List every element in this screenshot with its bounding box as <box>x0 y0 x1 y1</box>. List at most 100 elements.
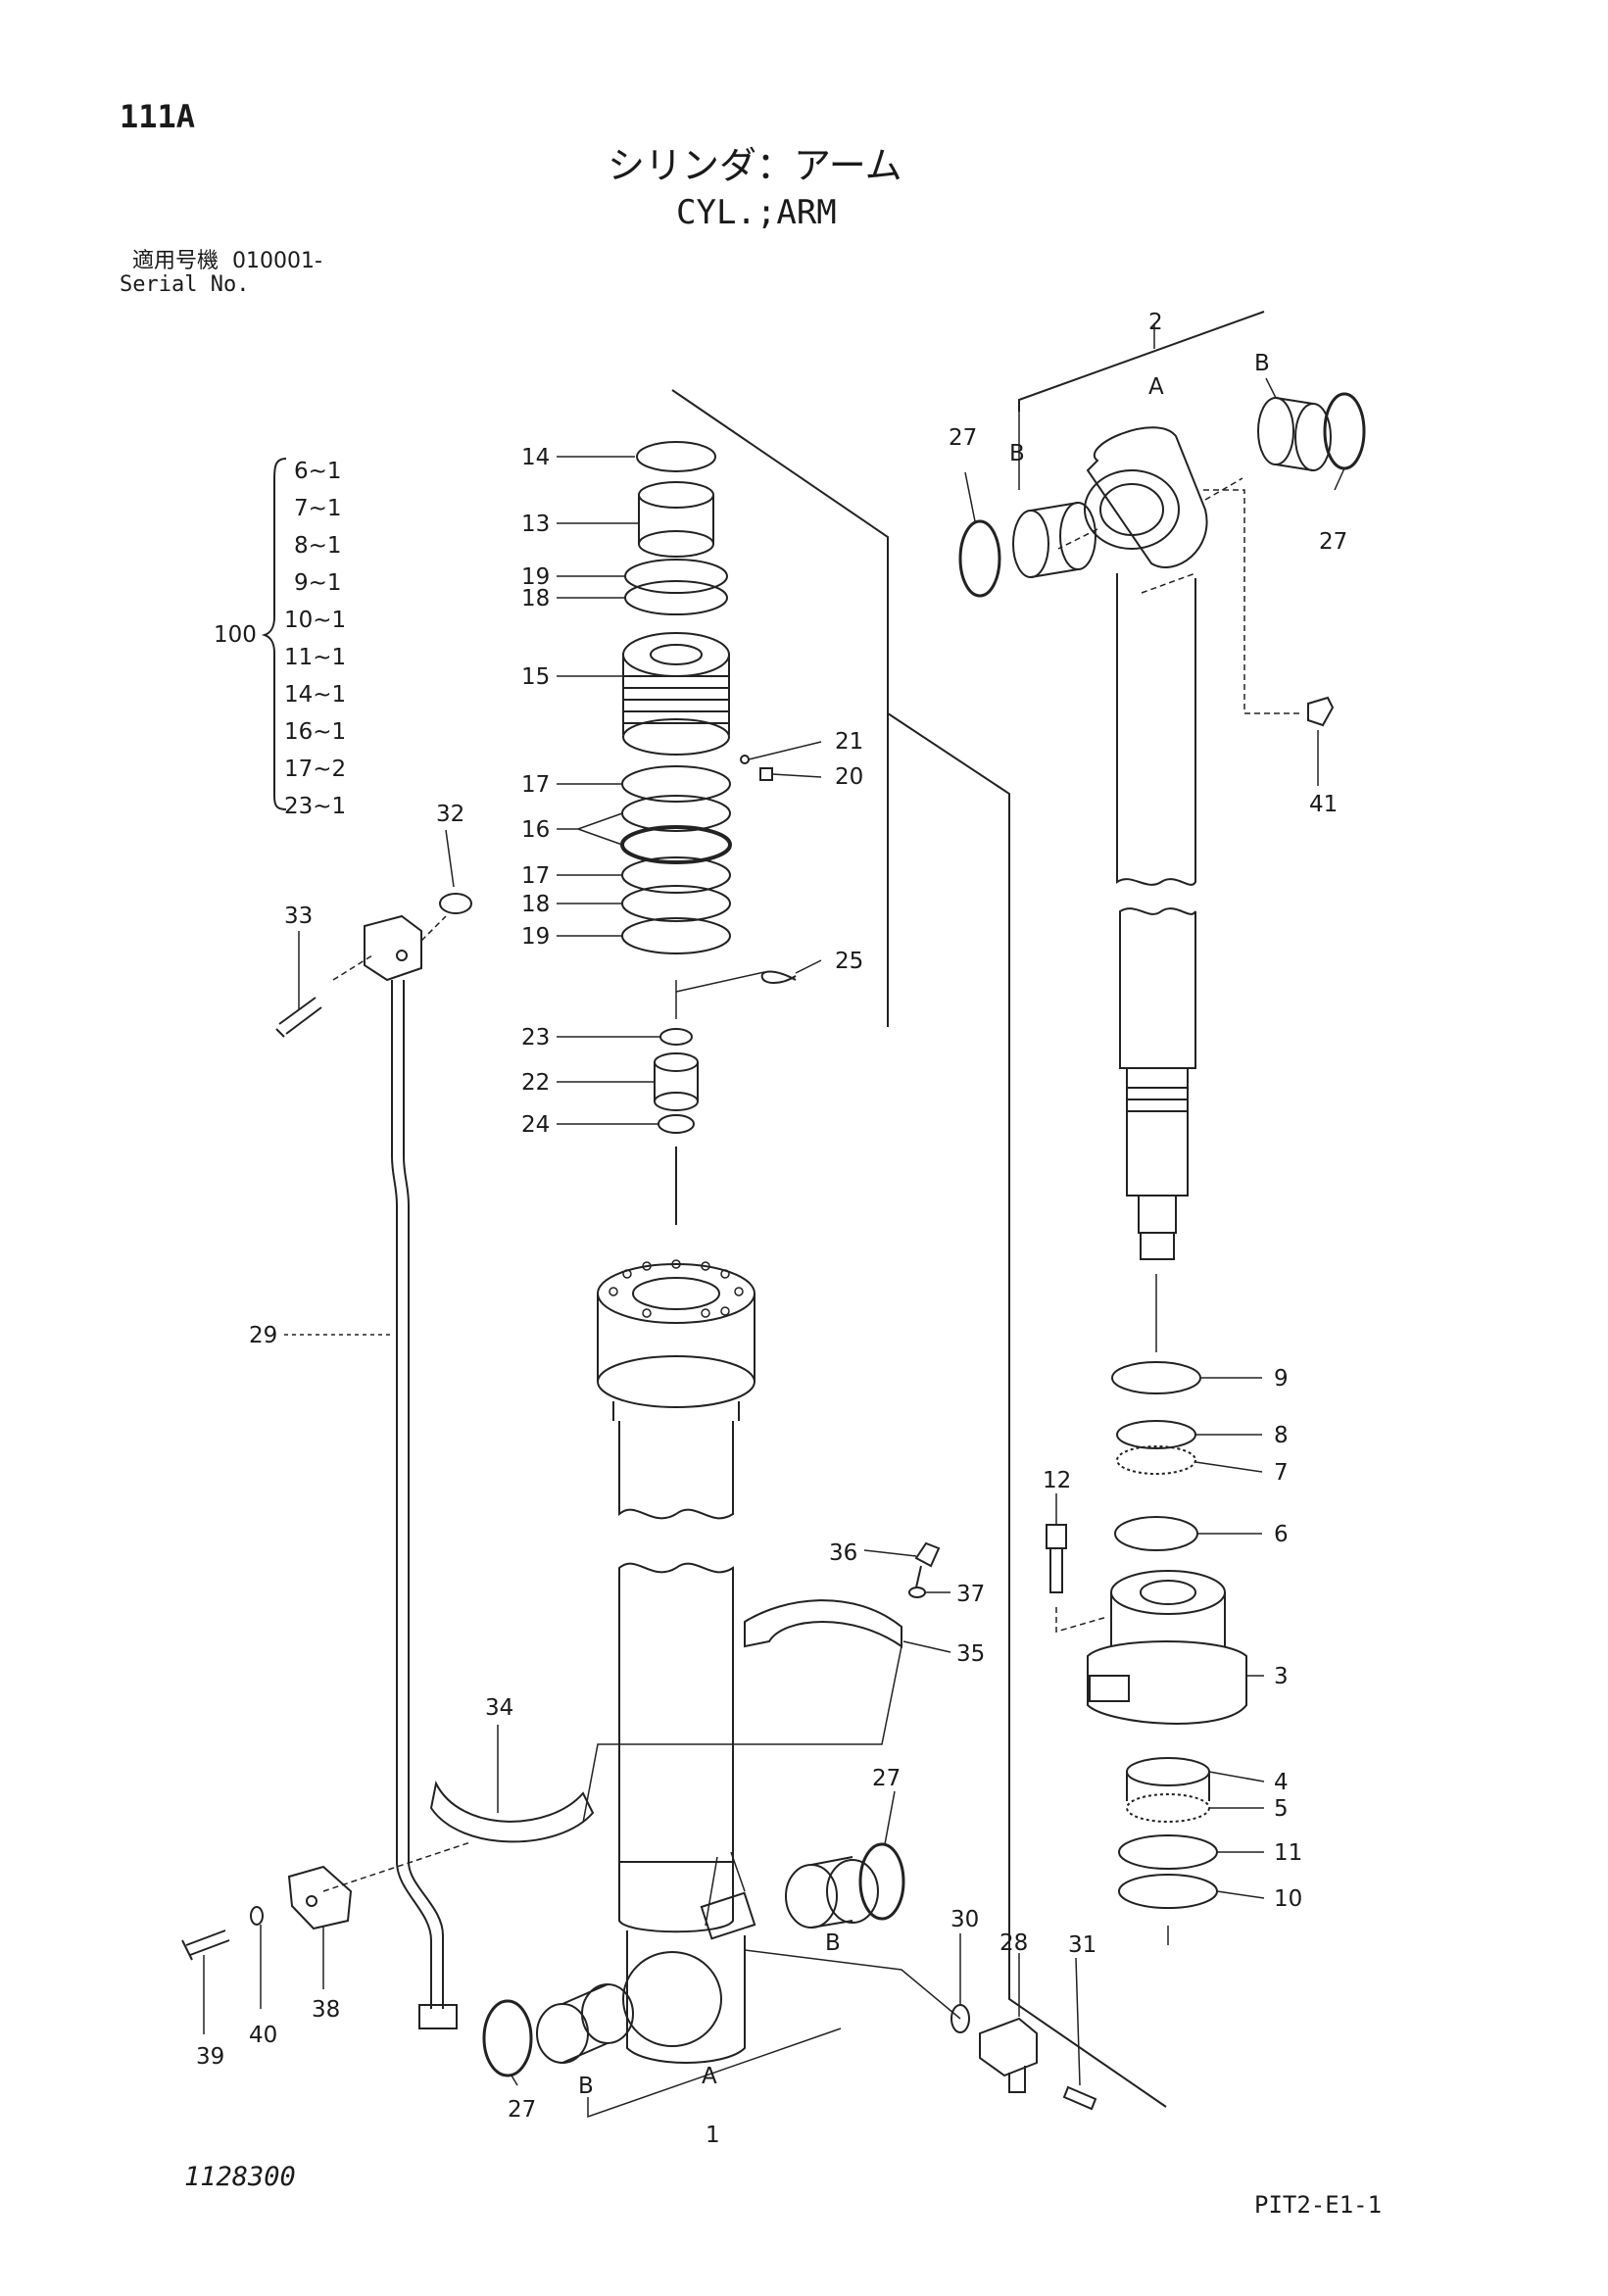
callout-4: 4 <box>1274 1770 1289 1795</box>
part-1-cylinder-tube <box>597 1263 755 2064</box>
kit-items: 6~1 7~1 8~1 9~1 10~1 11~1 14~1 16~1 17~2… <box>284 459 346 819</box>
part-23-ring <box>659 1028 693 1046</box>
callout-40: 40 <box>249 2023 277 2048</box>
callout-18-lower: 18 <box>521 892 550 917</box>
part-35-clamp <box>744 1599 902 1648</box>
callout-5: 5 <box>1274 1796 1289 1822</box>
kit-item: 17~2 <box>284 757 346 782</box>
kit-item: 8~1 <box>294 533 342 559</box>
part-14-ring <box>636 441 716 472</box>
pipe-end-fitting <box>418 2004 458 2029</box>
callout-3: 3 <box>1274 1664 1289 1689</box>
callout-34: 34 <box>485 1695 513 1721</box>
callout-labels: 14 13 19 18 15 21 20 17 16 17 18 19 25 2… <box>196 310 1347 2148</box>
callout-22: 22 <box>521 1070 550 1096</box>
part-b-bushing-right <box>1257 397 1332 471</box>
kit-label: 100 <box>214 622 257 648</box>
part-8-ring <box>1116 1420 1196 1449</box>
part-25-snap-ring <box>760 970 797 984</box>
callout-20: 20 <box>835 764 863 790</box>
callout-18: 18 <box>521 586 550 611</box>
callout-7: 7 <box>1274 1460 1289 1486</box>
kit-item: 7~1 <box>294 496 342 521</box>
assembly-frame-line <box>671 389 889 1027</box>
serial-value: 010001- <box>232 249 322 273</box>
callout-27-left: 27 <box>949 425 977 451</box>
part-18-ring-lower <box>621 885 731 922</box>
part-27-seal-bottom-left <box>482 1999 533 2077</box>
kit-item: 10~1 <box>284 608 346 633</box>
callout-27-mid: 27 <box>872 1766 901 1791</box>
part-18-ring <box>624 580 728 615</box>
assembly-frame-line-right <box>887 712 1167 2108</box>
callout-35: 35 <box>956 1641 985 1667</box>
part-b-bushing-bottom-left <box>536 1983 634 2064</box>
part-11-ring <box>1118 1834 1218 1870</box>
callout-32: 32 <box>436 802 464 827</box>
ref-a-rod: A <box>1148 374 1164 400</box>
callout-9: 9 <box>1274 1366 1289 1392</box>
part-3-piston <box>1087 1570 1247 1725</box>
serial-label-english: Serial No. <box>120 272 250 297</box>
part-19-ring-lower <box>621 917 731 954</box>
part-40-washer <box>250 1906 264 1926</box>
page-reference: PIT2-E1-1 <box>1254 2191 1383 2219</box>
part-37-washer <box>908 1587 926 1598</box>
part-22-bushing <box>654 1052 699 1111</box>
part-10-ring <box>1118 1874 1218 1909</box>
part-20-plug <box>759 767 773 781</box>
part-38-clamp-block <box>287 1865 353 1930</box>
kit-brace <box>261 458 287 810</box>
callout-14: 14 <box>521 445 550 470</box>
kit-item: 14~1 <box>284 682 346 708</box>
callout-19: 19 <box>521 564 550 590</box>
callout-21: 21 <box>835 729 863 755</box>
part-27-seal-left <box>958 519 1001 598</box>
title-japanese: シリンダ：アーム <box>608 144 902 187</box>
ref-b-mid: B <box>825 1930 841 1956</box>
callout-38: 38 <box>312 1997 340 2023</box>
part-34-clamp <box>429 1780 595 1843</box>
ref-b-bottom: B <box>578 2074 594 2099</box>
serial-label-japanese: 適用号機 010001- <box>132 251 322 272</box>
part-36-bolt <box>914 1541 941 1588</box>
part-28-fitting-mount <box>700 1891 756 1940</box>
part-29-pipe <box>391 980 432 2009</box>
part-31-bolt <box>1062 2085 1097 2111</box>
callout-6: 6 <box>1274 1522 1289 1547</box>
part-24-ring <box>658 1114 695 1134</box>
page-code: 111A <box>120 98 196 135</box>
eye-frame-line <box>1018 311 1265 412</box>
callout-36: 36 <box>829 1540 857 1566</box>
kit-item: 9~1 <box>294 570 342 596</box>
part-6-ring <box>1114 1516 1198 1551</box>
callout-13: 13 <box>521 512 550 537</box>
part-41-grease-fitting <box>1307 696 1335 727</box>
callout-30: 30 <box>950 1907 979 1932</box>
callout-25: 25 <box>835 949 863 974</box>
part-33-bolt <box>275 997 322 1038</box>
part-9-ring <box>1111 1361 1201 1394</box>
callout-17-lower: 17 <box>521 863 550 889</box>
ref-b-right: B <box>1254 351 1270 376</box>
part-5-ring <box>1126 1793 1210 1823</box>
callout-27-bottom: 27 <box>508 2097 536 2123</box>
callout-29: 29 <box>249 1323 277 1348</box>
callout-37: 37 <box>956 1582 985 1607</box>
part-12-bolt <box>1046 1524 1067 1593</box>
part-13-bushing <box>638 481 714 558</box>
serial-label-jp-text: 適用号機 <box>132 249 219 273</box>
part-2-piston-rod <box>1084 426 1208 1260</box>
callout-33: 33 <box>284 904 313 929</box>
callout-39: 39 <box>196 2044 224 2070</box>
part-b-bushing-left <box>1012 502 1096 578</box>
part-21-orifice <box>740 755 750 764</box>
callout-12: 12 <box>1043 1468 1071 1493</box>
callout-27-right: 27 <box>1319 529 1347 555</box>
callout-19-lower: 19 <box>521 924 550 950</box>
part-32-oring <box>439 893 472 914</box>
callout-1: 1 <box>706 2123 720 2148</box>
callout-2: 2 <box>1148 310 1163 335</box>
kit-item: 16~1 <box>284 719 346 745</box>
